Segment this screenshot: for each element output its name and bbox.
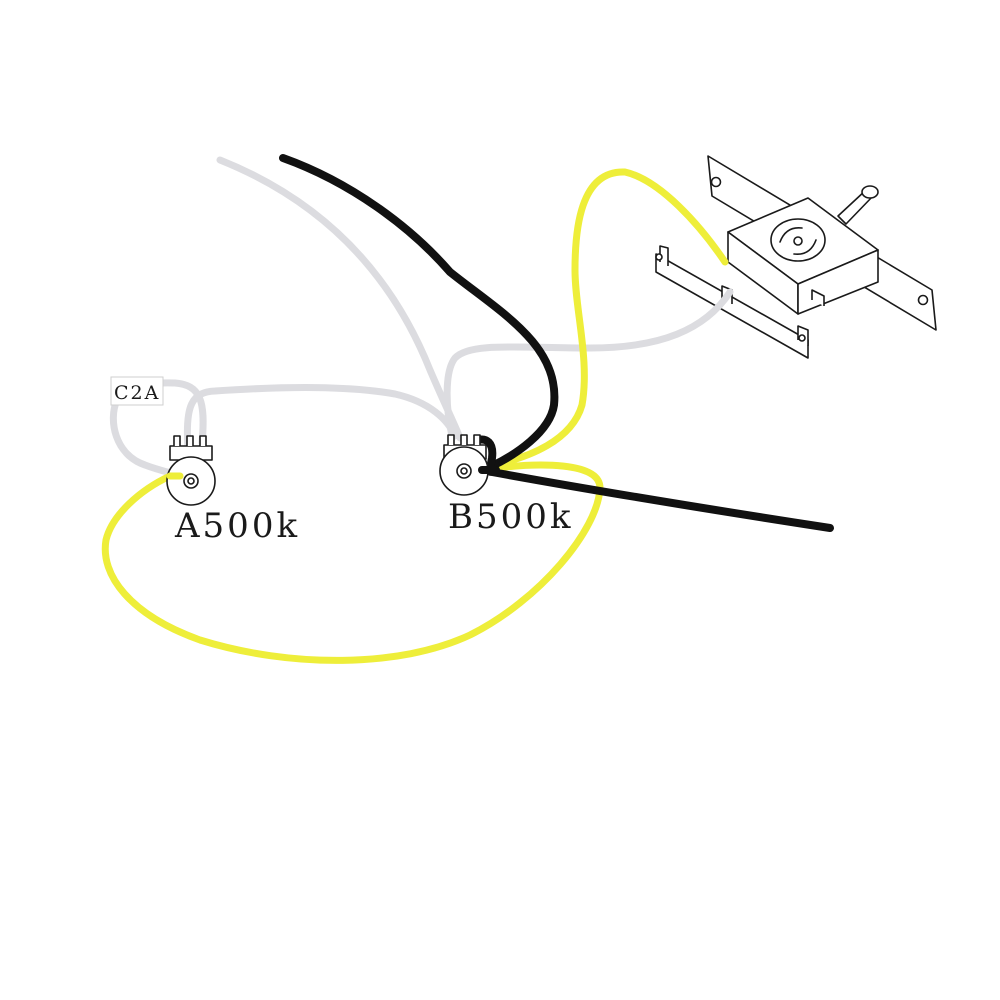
volume-pot-label: A500k xyxy=(174,506,300,546)
white-wire-to-tone-pot xyxy=(216,156,464,442)
white-wire-pot-to-pot xyxy=(183,384,459,452)
white-wire-switch-to-tone xyxy=(443,288,734,440)
capacitor: C2A xyxy=(110,376,164,406)
yellow-wire-switch-to-tone xyxy=(484,168,729,470)
selector-switch xyxy=(655,155,937,359)
black-wire-input xyxy=(279,154,559,470)
tone-pot: B500k xyxy=(439,434,573,537)
yellow-wires xyxy=(101,168,729,664)
tone-pot-label: B500k xyxy=(448,497,573,537)
capacitor-label: C2A xyxy=(114,382,160,404)
white-wires xyxy=(109,156,734,479)
volume-pot: A500k xyxy=(166,435,300,546)
